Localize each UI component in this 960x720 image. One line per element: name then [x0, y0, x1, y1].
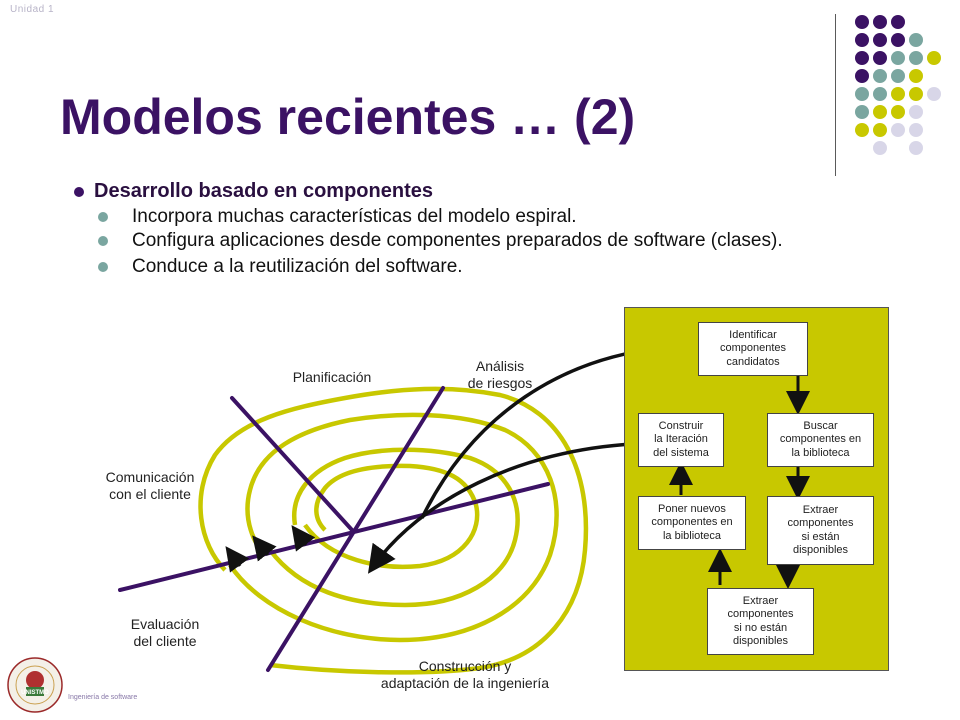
mini-arrow	[252, 535, 277, 562]
dot	[891, 51, 905, 65]
dot	[891, 123, 905, 137]
dot	[855, 51, 869, 65]
dot	[855, 69, 869, 83]
dot	[891, 15, 905, 29]
dot	[909, 123, 923, 137]
flow-box-construir: Construir la Iteración del sistema	[638, 413, 724, 467]
dot	[873, 105, 887, 119]
dot	[855, 15, 869, 29]
bullet-list: Desarrollo basado en componentes Incorpo…	[72, 180, 832, 277]
bullet-sub-3: Conduce a la reutilización del software.	[96, 257, 832, 277]
mini-arrow	[225, 546, 250, 573]
dot	[891, 87, 905, 101]
dot	[909, 33, 923, 47]
label-evaluacion: Evaluación del cliente	[130, 616, 200, 649]
dot	[909, 105, 923, 119]
dot	[855, 105, 869, 119]
label-analisis-riesgos: Análisis de riesgos	[467, 358, 533, 391]
dot	[927, 51, 941, 65]
dot	[855, 33, 869, 47]
dot	[891, 69, 905, 83]
spiral-loop-outer	[198, 386, 589, 675]
dot	[873, 69, 887, 83]
logo-text: UNISTMO	[21, 690, 49, 696]
dot	[891, 33, 905, 47]
mini-arrow	[291, 525, 316, 552]
unit-label: Unidad 1	[10, 4, 55, 15]
dot	[873, 33, 887, 47]
axis-diagonal-right	[266, 386, 445, 672]
label-construccion: Construcción y adaptación de la ingenier…	[380, 658, 550, 691]
dot	[909, 69, 923, 83]
axis-horizontal	[118, 482, 550, 592]
connector-arrow-from-construir	[367, 442, 635, 574]
dot	[855, 87, 869, 101]
dot	[909, 87, 923, 101]
label-planificacion: Planificación	[292, 369, 372, 385]
dot	[873, 15, 887, 29]
axis-diagonal-left	[230, 396, 354, 532]
flow-box-buscar: Buscar componentes en la biblioteca	[767, 413, 874, 467]
decorative-divider	[835, 14, 836, 176]
footer-course: Ingeniería de software	[68, 694, 138, 701]
flow-box-identificar: Identificar componentes candidatos	[698, 322, 808, 376]
spiral-loop-2	[228, 412, 559, 643]
university-seal-logo: UNISTMO	[7, 657, 63, 713]
dot	[873, 141, 887, 155]
flow-box-extraer-si: Extraer componentes si están disponibles	[767, 496, 874, 565]
flow-box-poner: Poner nuevos componentes en la bibliotec…	[638, 496, 746, 550]
flow-box-extraer-no: Extraer componentes si no están disponib…	[707, 588, 814, 655]
dot	[927, 87, 941, 101]
dot	[909, 51, 923, 65]
bullet-sub-1: Incorpora muchas características del mod…	[96, 207, 832, 227]
spiral-loop-3	[268, 447, 520, 608]
dot	[873, 51, 887, 65]
dot	[855, 123, 869, 137]
label-comunicacion: Comunicación con el cliente	[105, 469, 195, 502]
slide-title: Modelos recientes … (2)	[60, 89, 636, 145]
dot	[873, 123, 887, 137]
bullet-main: Desarrollo basado en componentes	[72, 180, 832, 203]
dot	[873, 87, 887, 101]
bullet-sub-2: Configura aplicaciones desde componentes…	[96, 231, 832, 251]
dot	[891, 105, 905, 119]
dot	[909, 141, 923, 155]
